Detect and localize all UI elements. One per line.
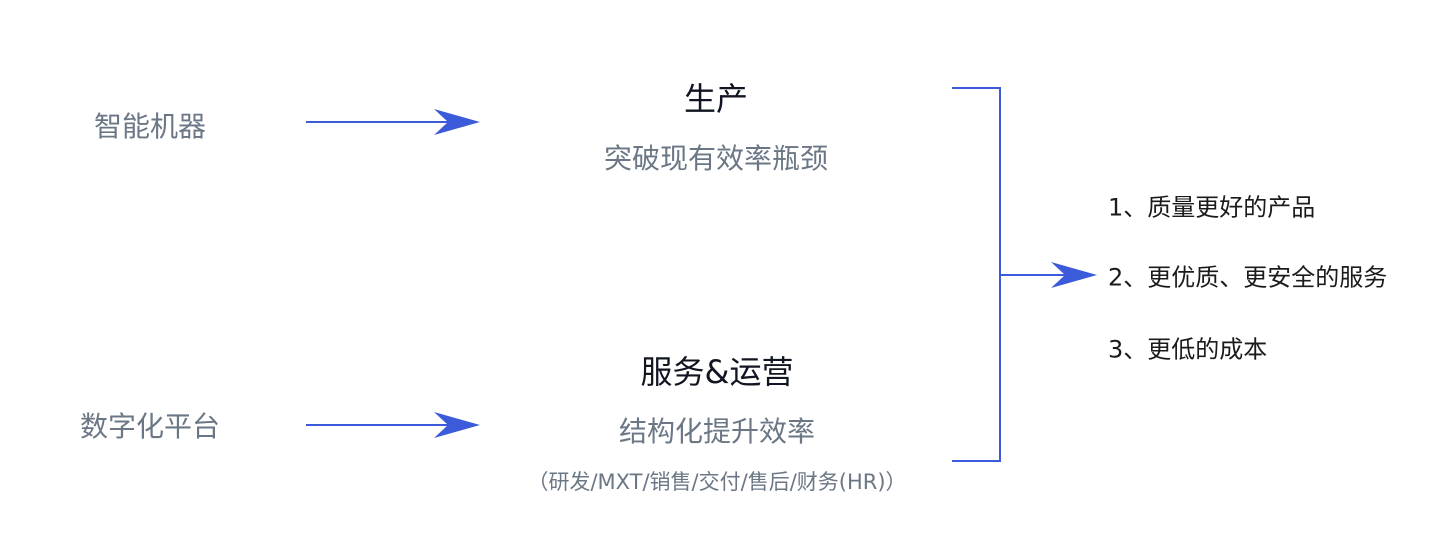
block-service-title: 服务&运营: [640, 353, 794, 391]
outcome-item: 1、质量更好的产品: [1108, 193, 1316, 222]
outcome-item: 3、更低的成本: [1108, 335, 1268, 364]
outcome-item: 2、更优质、更安全的服务: [1108, 263, 1388, 292]
arrow-outcome: [1000, 262, 1097, 288]
arrow-bottom: [306, 412, 480, 438]
arrow-top: [306, 109, 480, 135]
input-smart-machines: 智能机器: [93, 110, 207, 143]
block-service-note: （研发/MXT/销售/交付/售后/财务(HR)）: [527, 470, 907, 494]
block-production-subtitle: 突破现有效率瓶颈: [603, 142, 829, 175]
block-service-subtitle: 结构化提升效率: [618, 415, 816, 448]
bracket: [952, 87, 1001, 462]
block-production-title: 生产: [683, 80, 749, 118]
input-digital-platform: 数字化平台: [79, 410, 221, 443]
